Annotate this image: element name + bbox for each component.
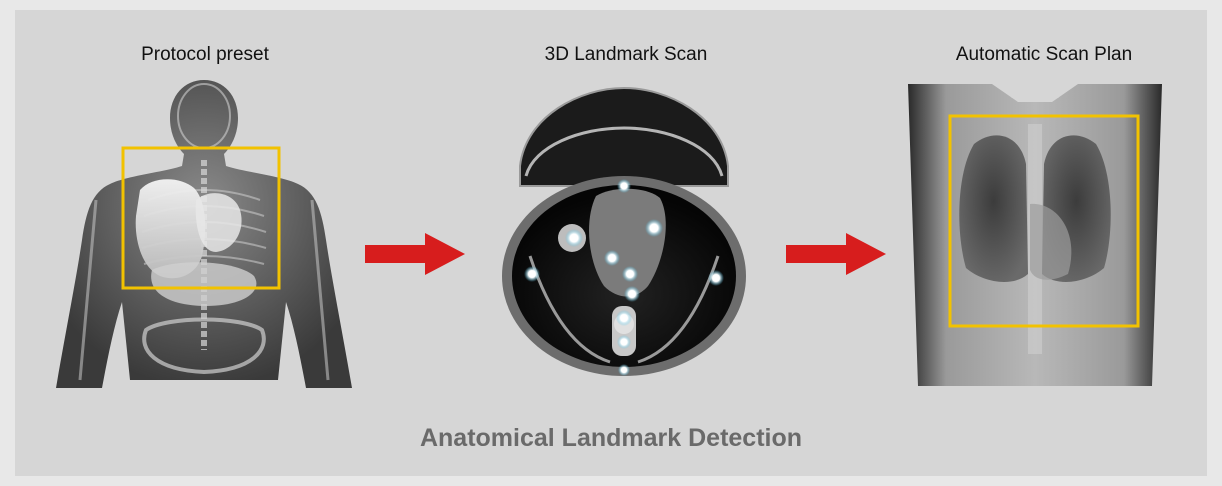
stage-label-3d-landmark-scan: 3D Landmark Scan [486, 44, 766, 66]
stage-label-automatic-scan-plan: Automatic Scan Plan [904, 44, 1184, 66]
arrow-right-icon [786, 233, 886, 275]
diagram-caption: Anatomical Landmark Detection [0, 424, 1222, 453]
arrow-right-icon [365, 233, 465, 275]
body-anatomy-xray-image [56, 80, 352, 388]
stage-label-protocol-preset: Protocol preset [60, 44, 350, 66]
ct-slice-image [500, 86, 748, 378]
chest-topogram-image [908, 84, 1162, 386]
